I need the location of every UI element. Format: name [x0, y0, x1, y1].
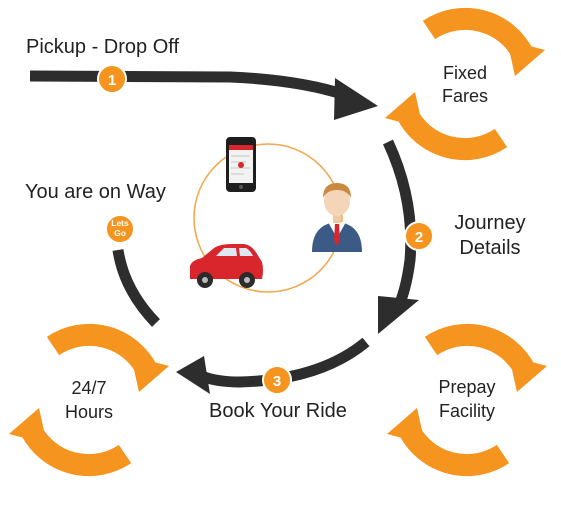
arrow-way-arc — [112, 249, 160, 327]
step-2-badge: 2 — [404, 221, 434, 251]
svg-text:2: 2 — [415, 229, 423, 246]
arrow-head-bottom — [176, 356, 210, 394]
svg-text:Go: Go — [114, 228, 126, 238]
svg-text:Lets: Lets — [111, 218, 129, 228]
svg-text:24/7: 24/7 — [71, 378, 106, 398]
feature-prepay-facility: Prepay Facility — [387, 335, 547, 465]
arrow-pickup-to-journey — [29, 70, 347, 101]
svg-text:Fares: Fares — [442, 86, 488, 106]
svg-text:3: 3 — [273, 373, 281, 390]
arrow-journey-to-book — [383, 139, 417, 315]
inner-orange-circle — [193, 143, 343, 293]
svg-text:Prepay: Prepay — [438, 377, 495, 397]
step-2-label-line1: Journey — [454, 212, 525, 234]
smartphone-icon — [226, 137, 256, 192]
car-icon — [190, 244, 263, 288]
step-1-label: Pickup - Drop Off — [26, 36, 179, 58]
step-3-label: Book Your Ride — [209, 400, 347, 422]
arrow-head-right — [378, 296, 419, 334]
feature-fixed-fares: Fixed Fares — [385, 19, 545, 149]
svg-text:Hours: Hours — [65, 402, 113, 422]
svg-text:1: 1 — [108, 72, 116, 89]
step-2-label-line2: Details — [459, 237, 520, 259]
person-icon — [312, 183, 362, 252]
step-3-badge: 3 — [262, 365, 292, 395]
arrow-book-to-way — [199, 337, 370, 388]
circular-arrows-icon — [385, 19, 545, 149]
cycle-arrows — [29, 70, 419, 394]
svg-text:Facility: Facility — [439, 401, 495, 421]
feature-24-7-hours: 24/7 Hours — [9, 335, 169, 465]
step-1-badge: 1 — [97, 64, 127, 94]
on-way-label: You are on Way — [25, 181, 166, 203]
circular-arrows-icon — [9, 335, 169, 465]
circular-arrows-icon — [387, 335, 547, 465]
svg-text:Fixed: Fixed — [443, 63, 487, 83]
lets-go-badge: Lets Go — [105, 214, 135, 244]
arrow-head-top — [334, 78, 378, 120]
